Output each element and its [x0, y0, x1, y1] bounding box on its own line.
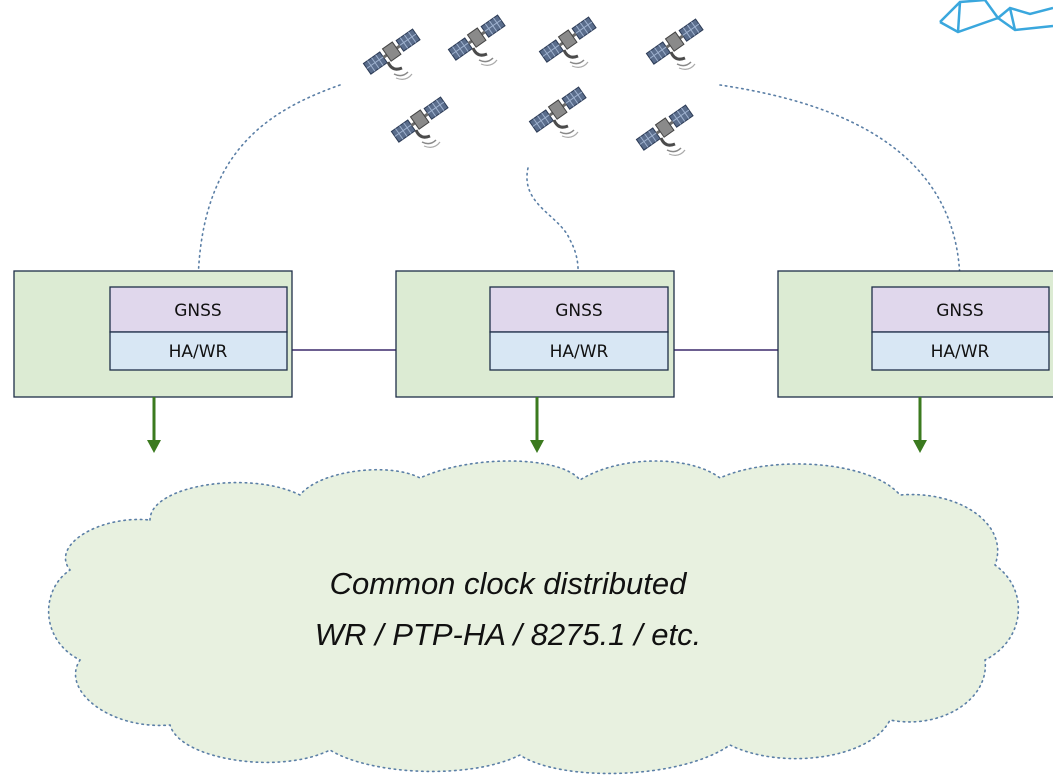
arrow-down-icon [530, 397, 544, 453]
timing-node: GNSS HA/WR [777, 270, 1053, 398]
cloud-shape [47, 460, 1020, 775]
satellite-icon [634, 102, 696, 157]
timing-node: GNSS HA/WR [395, 270, 675, 398]
gnss-label: GNSS [936, 301, 983, 321]
timing-node: GNSS HA/WR [13, 270, 293, 398]
arrow-down-icon [913, 397, 927, 453]
arrow-down-icon [147, 397, 161, 453]
gnss-signal-paths [197, 84, 961, 286]
satellite-constellation [361, 12, 706, 157]
ha-wr-label: HA/WR [169, 342, 228, 362]
satellite-icon [446, 12, 508, 67]
ha-wr-label: HA/WR [550, 342, 609, 362]
signal-path-middle [526, 167, 579, 286]
satellite-icon [361, 26, 423, 81]
gnss-box [871, 286, 1050, 333]
ha-wr-box [489, 331, 669, 371]
cloud-protocols: WR / PTP-HA / 8275.1 / etc. [315, 617, 701, 652]
satellite-icon [644, 16, 706, 71]
gnss-label: GNSS [174, 301, 221, 321]
gnss-box [489, 286, 669, 333]
signal-path-left [197, 84, 341, 286]
signal-path-right [719, 84, 961, 286]
satellite-icon [527, 84, 589, 139]
gnss-box [109, 286, 288, 333]
gnss-label: GNSS [555, 301, 602, 321]
network-cloud: Common clock distributed WR / PTP-HA / 8… [47, 460, 1020, 775]
cloud-title: Common clock distributed [330, 566, 688, 601]
logo-icon [939, 0, 1053, 34]
distribution-arrows [147, 397, 927, 453]
satellite-icon [537, 14, 599, 69]
satellite-icon [389, 94, 451, 149]
ha-wr-box [109, 331, 288, 371]
ha-wr-label: HA/WR [931, 342, 990, 362]
ha-wr-box [871, 331, 1050, 371]
